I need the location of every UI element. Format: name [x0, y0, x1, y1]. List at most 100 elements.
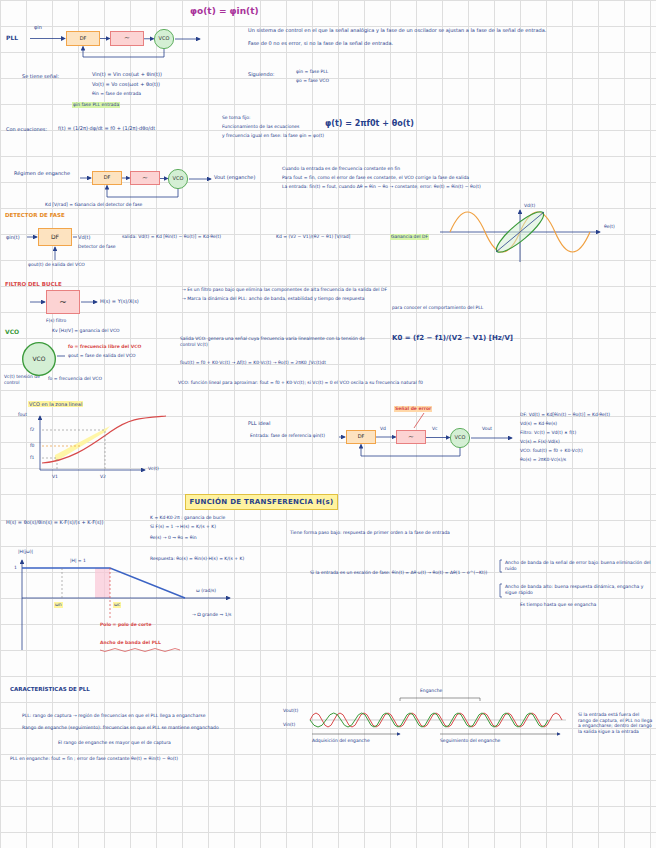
output-wire: [81, 302, 97, 303]
note-text: H(s) = θo(s)/θin(s) = K·F(s)/(s + K·F(s)…: [6, 519, 104, 525]
circle-shape: [154, 29, 173, 48]
note-text: Kd = (V2 − V1)/(θ2 − θ1) [V/rad]: [276, 234, 350, 240]
note-text: ωn: [54, 602, 63, 608]
note-text: Vd(s) = Kd·θe(s): [520, 421, 557, 427]
note-text: 1: [14, 565, 17, 571]
node-label: DF: [80, 36, 87, 42]
vco-curve: [40, 416, 166, 470]
leader-line: [414, 413, 424, 428]
note-text: FILTRO DEL BUCLE: [5, 281, 62, 288]
note-text: Es tiempo hasta que se engancha: [520, 602, 596, 608]
note-text: Siguiendo:: [248, 71, 274, 77]
note-text: f0: [30, 443, 34, 449]
note-text: Vd(t): [78, 234, 90, 240]
note-text: Rango de enganche (seguimiento): frecuen…: [22, 725, 219, 731]
note-text: → Es un filtro paso bajo que elimina las…: [182, 287, 387, 293]
note-text: PLL: rango de captura → región de frecue…: [22, 713, 205, 719]
node-text-group: DF: [51, 234, 59, 241]
note-text: Detector de fase: [78, 244, 116, 250]
connector: [376, 437, 396, 438]
note-text: θe(t): [604, 224, 615, 230]
note-text: Salida VCO: genera una señal cuya frecue…: [180, 336, 380, 347]
note-text: Vout(t): [283, 708, 298, 714]
node-text-group: VCO: [455, 435, 466, 441]
block-box: DF: [346, 430, 376, 444]
note-text: fout(t) = f0 + K0·Vc(t) → Δf(t) = K0·Vc(…: [180, 360, 326, 366]
circle-shape: [23, 343, 56, 376]
heading-box: FUNCIÓN DE TRANSFERENCIA H(s): [185, 494, 338, 510]
note-text: DETECTOR DE FASE: [5, 212, 65, 219]
output-wire: [175, 39, 200, 40]
output-wire: [57, 356, 65, 357]
input-wire: [80, 178, 91, 179]
block-box: DF: [92, 171, 122, 185]
note-text: Con ecuaciones:: [6, 126, 47, 132]
node-label: DF: [104, 175, 111, 181]
note-text: θo(s) = 2πK0·Vc(s)/s: [520, 457, 566, 463]
note-text: Seguimiento del enganche: [440, 738, 500, 744]
block-box: DF: [38, 228, 72, 246]
note-text: Vout: [482, 426, 492, 432]
node-label: VCO: [159, 36, 170, 42]
note-text: Fase de 0 no es error, si no la fase de …: [248, 40, 393, 46]
note-text: φo = fase VCO: [296, 78, 329, 84]
note-text: φ(t) = 2πf0t + θo(t): [325, 119, 414, 129]
note-text: fo = frecuencia libre del VCO: [68, 344, 141, 350]
node-text-group: DF: [104, 175, 111, 181]
block-box: DF: [66, 31, 100, 46]
node-text-group: ~: [142, 174, 148, 182]
node-label: ~: [59, 297, 67, 307]
phase-plot: [440, 207, 600, 262]
note-text: CARACTERÍSTICAS DE PLL: [10, 686, 90, 693]
note-text: θe(s) → 0 ⇒ θo = θin: [150, 535, 197, 541]
vco-circle: VCO: [168, 169, 188, 189]
note-text: φout = fase de salida del VCO: [68, 353, 136, 359]
note-text: φin(t): [6, 234, 20, 240]
note-text: φo(t) = φin(t): [190, 6, 259, 17]
note-text: Se tiene señal:: [22, 73, 59, 79]
note-text: Vo(t) = Vo cos(ωot + θo(t)): [92, 81, 160, 87]
note-text: Ganancia del DF: [390, 234, 429, 240]
note-text: Si la entrada es un escalón de fase: θin…: [310, 570, 487, 576]
output-wire: [471, 438, 512, 439]
connector: [361, 445, 460, 457]
note-text: y frecuencia igual en fase: la fase φin …: [222, 133, 324, 139]
input-wire: [339, 437, 345, 438]
note-text: VCO: [5, 328, 19, 336]
note-text: Para fout = fin, como el error de fase e…: [282, 175, 469, 181]
note-text: Régimen de enganche: [14, 170, 70, 176]
note-text: para conocer el comportamiento del PLL: [392, 305, 483, 311]
note-text: Vd(t): [524, 203, 535, 209]
note-text: V1: [52, 474, 58, 480]
block-box: ~: [110, 31, 144, 46]
input-wire: [27, 237, 37, 238]
connector: [83, 47, 164, 58]
connector: [100, 38, 110, 39]
vco-circle: VCO: [22, 342, 56, 376]
note-text: Si la entrada está fuera del rango de ca…: [578, 712, 653, 735]
note-text: VCO en la zona lineal: [28, 401, 83, 407]
note-text: φout(t) de salida del VCO: [28, 262, 85, 268]
lock-waves: [310, 698, 566, 734]
note-text: Ancho de banda de la señal de error bajo…: [505, 560, 653, 571]
note-text: ωc: [113, 602, 121, 608]
note-text: F(s) filtro: [46, 318, 66, 324]
node-label: ~: [408, 433, 414, 441]
note-text: Ancho de banda del PLL: [100, 640, 161, 646]
note-text: Ancho de banda alto: buena respuesta din…: [505, 584, 653, 595]
node-text-group: VCO: [32, 356, 45, 363]
node-text-group: ~: [408, 433, 414, 441]
note-text: salida: Vd(t) = Kd [θin(t) − θo(t)] = Kd…: [122, 234, 221, 240]
node-label: ~: [124, 34, 130, 42]
node-text-group: VCO: [173, 176, 184, 182]
note-text: Señal de error: [394, 406, 432, 412]
node-text-group: ~: [124, 34, 130, 42]
note-text: K0 = (f2 − f1)/(V2 − V1) [Hz/V]: [392, 334, 513, 343]
note-text: fo = frecuencia del VCO: [48, 376, 102, 382]
note-text: → Marca la dinámica del PLL: ancho de ba…: [182, 296, 365, 302]
note-text: ω (rad/s): [196, 588, 216, 594]
note-text: φin fase PLL entrada: [72, 102, 120, 108]
block-box: ~: [396, 430, 426, 444]
note-text: Tiene forma paso bajo: respuesta de prim…: [290, 530, 450, 536]
